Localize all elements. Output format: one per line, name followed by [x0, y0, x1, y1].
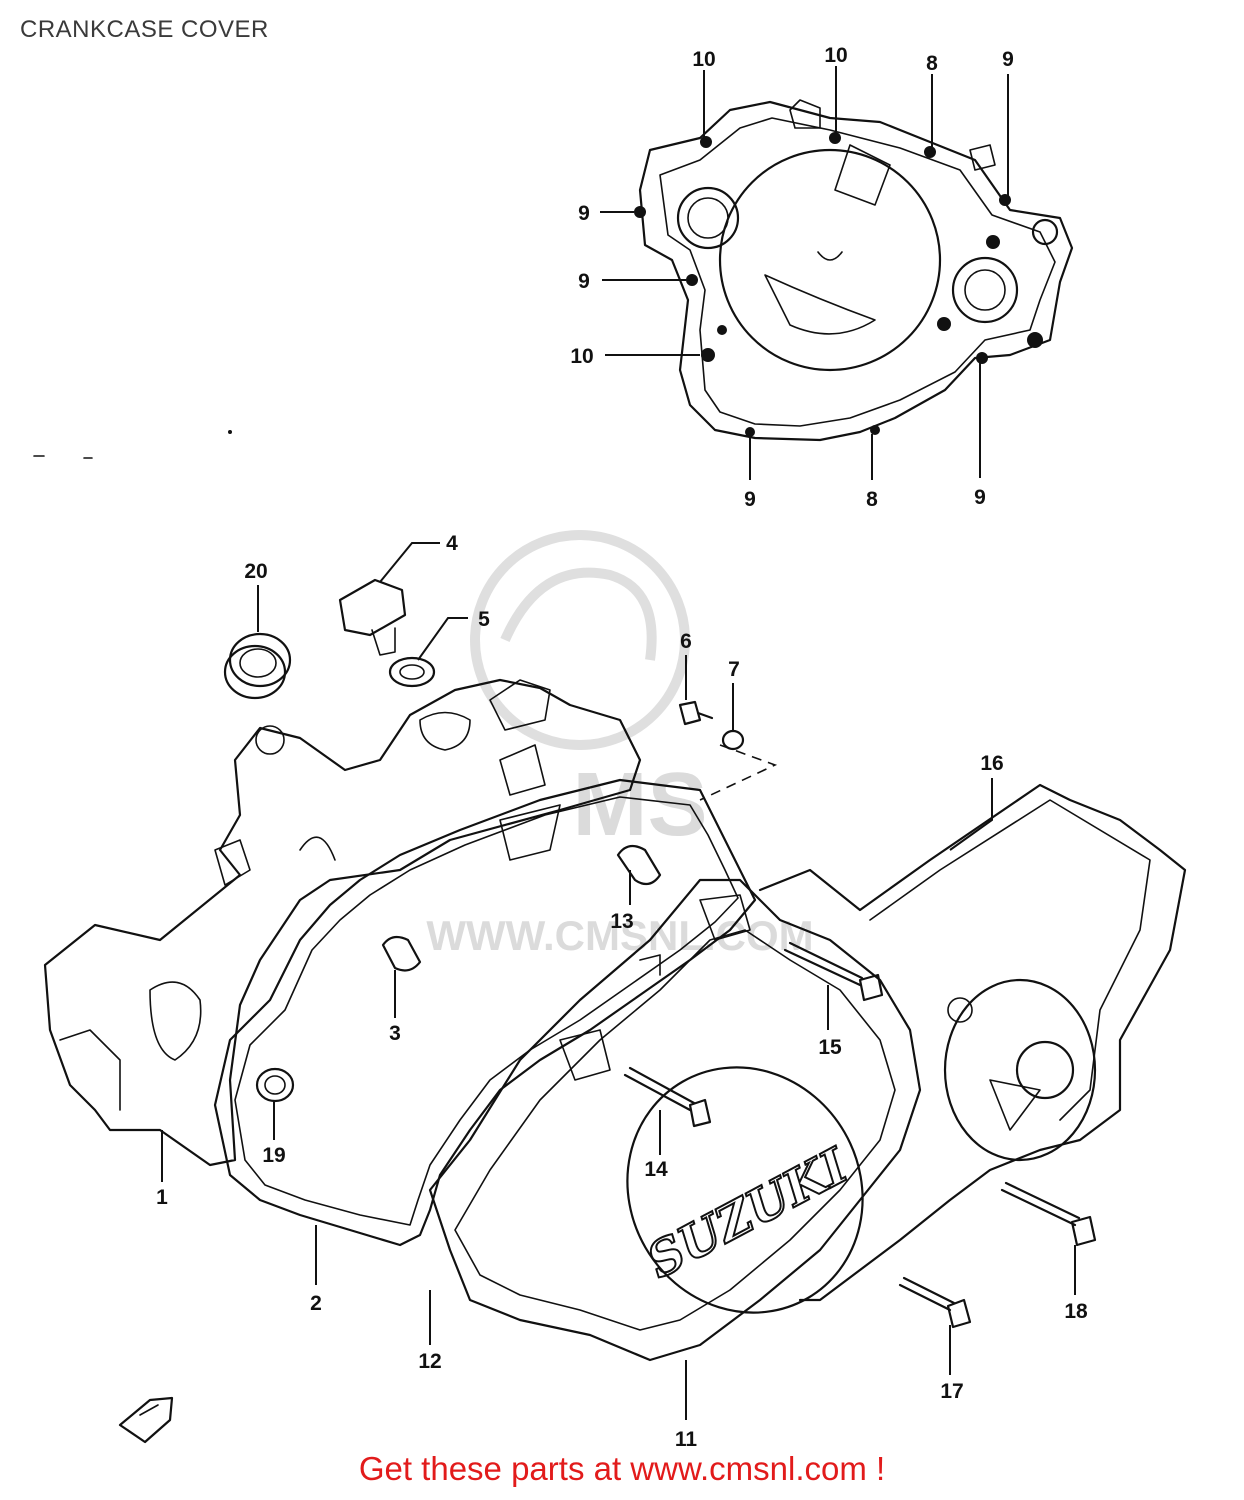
callout-11: 11 [675, 1428, 698, 1451]
callout-4: 4 [446, 532, 458, 555]
watermark-text: WWW.CMSNL.COM [426, 912, 813, 959]
callout-16: 16 [980, 752, 1003, 775]
callout-20: 20 [244, 560, 267, 583]
promo-link-text[interactable]: Get these parts at www.cmsnl.com ! [358, 1450, 886, 1487]
callout-9: 9 [578, 270, 590, 293]
callout-1: 1 [156, 1186, 168, 1209]
callout-9: 9 [744, 488, 756, 511]
callout-10: 10 [824, 44, 847, 67]
callout-9: 9 [974, 486, 986, 509]
top-leader-lines [600, 66, 1009, 480]
suzuki-logo: SUZUKI [638, 1137, 858, 1289]
callout-18: 18 [1064, 1300, 1088, 1323]
callout-9: 9 [1002, 48, 1014, 71]
callout-6: 6 [680, 630, 692, 653]
callout-12: 12 [418, 1350, 441, 1373]
callout-labels: 10 10 8 9 9 9 10 9 8 9 20 4 5 6 7 16 13 … [156, 44, 1088, 1451]
callout-19: 19 [262, 1144, 285, 1167]
page-title: CRANKCASE COVER [20, 16, 269, 43]
bottom-leader-lines [161, 542, 1076, 1420]
callout-5: 5 [478, 608, 490, 631]
callout-14: 14 [644, 1158, 668, 1181]
callout-3: 3 [389, 1022, 401, 1045]
callout-10: 10 [570, 345, 593, 368]
callout-13: 13 [610, 910, 633, 933]
inner-cover-view [634, 99, 1074, 442]
watermark-logo: MS WWW.CMSNL.COM [426, 530, 814, 959]
callout-9: 9 [578, 202, 590, 225]
callout-10: 10 [692, 48, 715, 71]
callout-15: 15 [818, 1036, 842, 1059]
callout-8: 8 [926, 52, 938, 75]
callout-17: 17 [940, 1380, 963, 1403]
callout-8: 8 [866, 488, 878, 511]
crankcase-assembly: SUZUKI [43, 678, 1187, 1362]
callout-2: 2 [310, 1292, 322, 1315]
callout-7: 7 [728, 658, 740, 681]
